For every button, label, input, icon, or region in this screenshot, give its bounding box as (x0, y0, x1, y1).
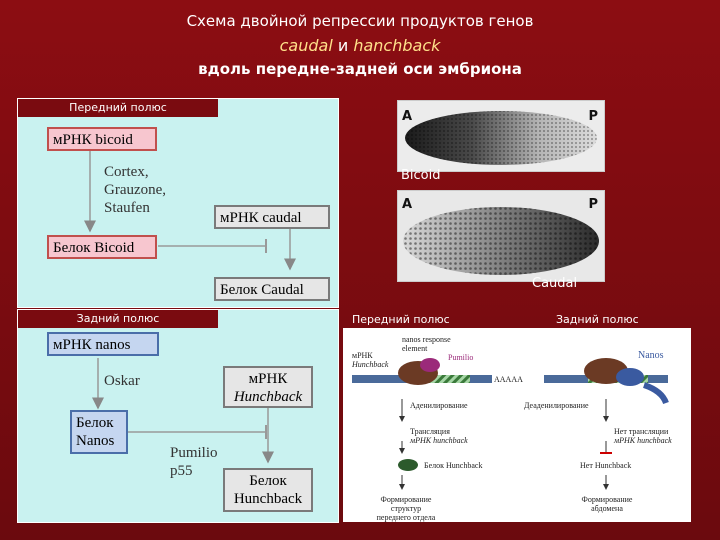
caudal-embryo-image: A P (397, 190, 605, 282)
adenylation-label: Аденилирование (410, 401, 468, 410)
mrna-hb-tiny-label: мРНК Hunchback (352, 351, 388, 369)
anterior-structures-line2: переднего отдела (376, 513, 436, 522)
abdomen-line1: Формирование (581, 495, 633, 504)
caudal-posterior-label: P (588, 197, 598, 212)
oskar-label: Oskar (104, 373, 140, 389)
translation-control-panel: nanos response element Pumilio мРНК Hunc… (343, 328, 691, 522)
posterior-arrows (92, 358, 274, 464)
translation-line2: мРНК hunchback (410, 436, 468, 445)
anterior-pole-header: Передний полюс (18, 99, 218, 117)
bicoid-caption: Bicoid (401, 168, 441, 183)
protein-nanos-line1: Белок (76, 415, 114, 431)
translation-line1: Трансляция (410, 427, 450, 436)
mrna-bicoid-box: мРНК bicoid (47, 127, 157, 151)
anterior-pole-panel: Передний полюс мРНК bicoid Cortex, Grauz… (17, 98, 339, 308)
mrna-hb-tiny-line2: Hunchback (352, 360, 389, 369)
no-translation-line2: мРНК hunchback (614, 436, 672, 445)
polya-tail-label: AAAAA (494, 375, 523, 384)
slide-title-line2: caudal и hanchback (0, 36, 720, 55)
nre-label: nanos response element (402, 335, 451, 353)
protein-nanos-line2: Nanos (76, 433, 115, 449)
pumilio-p55-label: Pumilio p55 (170, 444, 218, 480)
p55-label: p55 (170, 463, 193, 479)
factor-staufen: Staufen (104, 200, 150, 216)
protein-hunchback-line2: Hunchback (233, 491, 303, 507)
title-and: и (332, 36, 354, 55)
gene-hanchback-title: hanchback (353, 36, 441, 55)
translation-label: Трансляция мРНК hunchback (410, 427, 468, 445)
abdomen-label: Формирование абдомена (572, 495, 642, 513)
bottom-right-posterior-header: Задний полюс (556, 313, 639, 326)
bicoid-posterior-label: P (588, 109, 598, 124)
no-translation-line1: Нет трансляции (614, 427, 669, 436)
maternal-factors-label: Cortex, Grauzone, Staufen (104, 163, 166, 217)
protein-caudal-box: Белок Caudal (214, 277, 330, 301)
posterior-pole-header: Задний полюс (18, 310, 218, 328)
protein-hb-tiny-label: Белок Hunchback (424, 461, 483, 470)
bottom-right-anterior-header: Передний полюс (352, 313, 450, 326)
factor-grauzone: Grauzone, (104, 182, 167, 198)
slide-title-line3: вдоль передне-задней оси эмбриона (198, 60, 522, 78)
no-hunchback-label: Нет Hunchback (580, 461, 632, 470)
anterior-structures-label: Формирование структур переднего отдела (366, 495, 446, 522)
protein-bicoid-box: Белок Bicoid (47, 235, 157, 259)
anterior-structures-line1: Формирование структур (380, 495, 432, 513)
pumilio-label: Pumilio (170, 445, 218, 461)
factor-cortex: Cortex, (104, 164, 149, 180)
protein-nanos-box: Белок Nanos (70, 410, 128, 454)
protein-hunchback-box: Белок Hunchback (223, 468, 313, 512)
translation-control-drawing (352, 358, 669, 490)
mrna-hunchback-line2: Hunchback (233, 389, 303, 405)
no-translation-label: Нет трансляции мРНК hunchback (614, 427, 672, 445)
abdomen-line2: абдомена (591, 504, 623, 513)
bicoid-embryo-drawing (405, 111, 597, 165)
pumilio-tiny-label: Pumilio (448, 353, 474, 362)
gene-caudal-title: caudal (279, 36, 333, 55)
caudal-caption: Caudal (532, 276, 578, 291)
bicoid-embryo-image: A P (397, 100, 605, 172)
protein-hunchback-line1: Белок (249, 473, 287, 489)
mrna-nanos-box: мРНК nanos (47, 332, 159, 356)
mrna-caudal-box: мРНК caudal (214, 205, 330, 229)
slide-title-line1: Схема двойной репрессии продуктов генов (186, 12, 534, 30)
caudal-embryo-drawing (403, 207, 599, 275)
posterior-pole-panel: Задний полюс мРНК nanos Oskar мРНК Hunch… (17, 309, 339, 523)
deadenylation-label: Деаденилирование (524, 401, 589, 410)
mrna-hb-tiny-line1: мРНК (352, 351, 373, 360)
mrna-hunchback-line1: мРНК (248, 371, 288, 387)
nanos-tiny-label: Nanos (638, 350, 664, 361)
caudal-anterior-label: A (402, 197, 413, 212)
mrna-hunchback-box: мРНК Hunchback (223, 366, 313, 408)
bicoid-anterior-label: A (402, 109, 413, 124)
anterior-arrows (84, 151, 296, 271)
